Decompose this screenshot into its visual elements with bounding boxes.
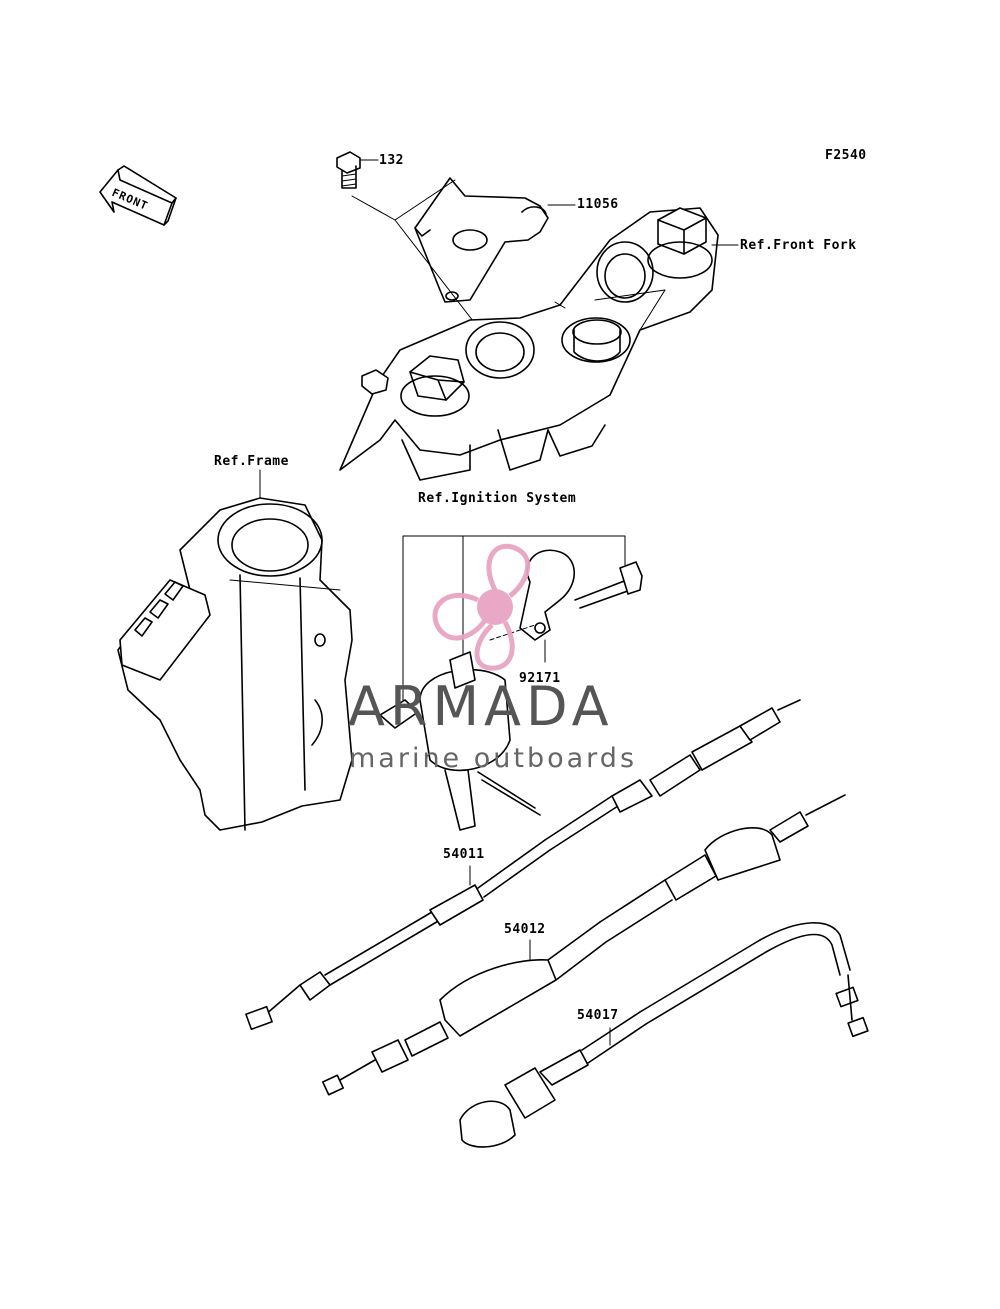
part-number-54012[interactable]: 54012 xyxy=(504,922,546,937)
frame-head xyxy=(117,469,353,831)
cable-54011 xyxy=(245,699,801,1031)
bolt-132 xyxy=(336,151,379,189)
ref-front-fork-label[interactable]: Ref.Front Fork xyxy=(740,238,857,253)
watermark-tagline: marine outboards xyxy=(349,743,638,774)
watermark-brand: ARMADA xyxy=(348,675,614,738)
figure-code: F2540 xyxy=(825,148,867,163)
watermark-logo-icon xyxy=(432,543,531,671)
bracket-11056 xyxy=(351,177,576,331)
ref-frame-label[interactable]: Ref.Frame xyxy=(214,454,289,469)
choke-lever-assembly xyxy=(379,535,643,831)
cable-54017 xyxy=(459,922,869,1148)
part-number-54017[interactable]: 54017 xyxy=(577,1008,619,1023)
part-number-11056[interactable]: 11056 xyxy=(577,197,619,212)
ref-ignition-system-label[interactable]: Ref.Ignition System xyxy=(418,491,577,506)
part-number-54011[interactable]: 54011 xyxy=(443,847,485,862)
front-arrow-icon xyxy=(99,165,177,226)
part-number-132[interactable]: 132 xyxy=(379,153,404,168)
steering-yoke xyxy=(339,207,739,481)
part-number-92171[interactable]: 92171 xyxy=(519,671,561,686)
cable-54012 xyxy=(321,794,846,1096)
